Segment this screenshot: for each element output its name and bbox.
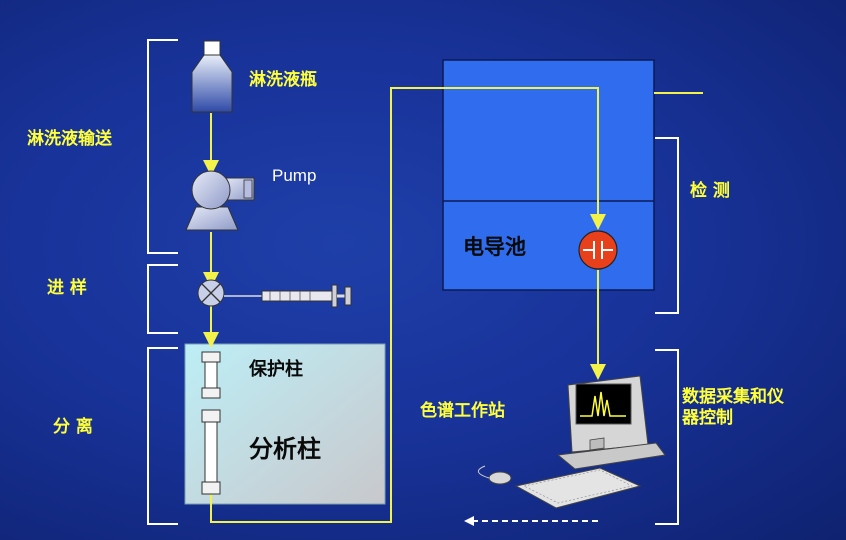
bracket-eluent-delivery — [147, 39, 178, 254]
bracket-separation — [147, 347, 178, 525]
section-brackets — [147, 39, 679, 525]
label-guard-column: 保护柱 — [249, 359, 303, 380]
label-analytical-column: 分析柱 — [249, 435, 321, 463]
bracket-injection — [147, 264, 178, 334]
bracket-data-control — [655, 349, 679, 525]
section-label-eluent-delivery: 淋洗液输送 — [27, 129, 112, 149]
syringe-icon — [224, 284, 352, 308]
dashed-return-arrow — [464, 516, 598, 526]
section-label-separation: 分 离 — [53, 417, 93, 437]
injection-valve-icon — [197, 279, 225, 307]
detector-box — [442, 59, 655, 291]
label-workstation: 色谱工作站 — [420, 401, 505, 421]
eluent-bottle-icon — [191, 40, 233, 113]
label-conductivity-cell: 电导池 — [463, 235, 526, 259]
analytical-column-icon — [201, 409, 221, 495]
pump-icon — [185, 170, 255, 231]
flow-lines — [203, 87, 703, 523]
label-pump: Pump — [272, 166, 317, 185]
label-eluent-bottle: 淋洗液瓶 — [249, 70, 317, 90]
section-label-injection: 进 样 — [47, 278, 87, 298]
section-label-data-control-line1: 数据采集和仪 — [682, 387, 784, 407]
section-label-detection: 检 测 — [690, 181, 730, 201]
section-label-data-control-line2: 器控制 — [682, 408, 733, 428]
bracket-detection — [655, 137, 679, 314]
guard-column-icon — [201, 351, 221, 399]
computer-icon — [478, 375, 666, 509]
column-box — [184, 343, 386, 505]
conductivity-cell-icon — [578, 230, 618, 270]
